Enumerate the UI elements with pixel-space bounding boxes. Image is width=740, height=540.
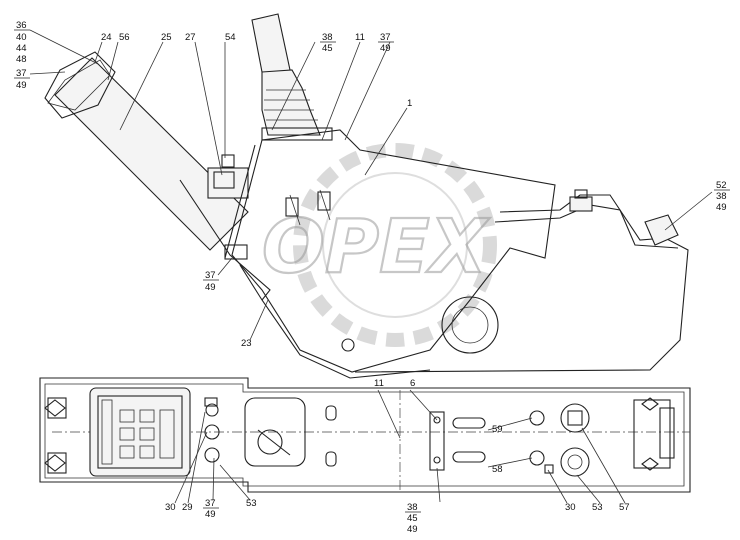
callout-57: 57 — [619, 502, 630, 513]
top-view — [39, 377, 691, 493]
callout-27: 27 — [185, 32, 196, 43]
callout-30-right: 30 — [565, 502, 576, 513]
callout-49-top-left: 49 — [16, 80, 27, 91]
callout-underlines — [14, 29, 730, 513]
callout-11-top: 11 — [355, 32, 365, 43]
callout-40: 40 — [16, 32, 27, 43]
callout-48: 48 — [16, 54, 27, 65]
callout-53-left: 53 — [246, 498, 257, 509]
callout-58: 58 — [492, 464, 503, 475]
callout-59: 59 — [492, 424, 503, 435]
callout-38-top: 38 — [322, 32, 333, 43]
callout-49-top-right: 49 — [380, 43, 391, 54]
callout-37-top-left: 37 — [16, 68, 27, 79]
callout-6: 6 — [410, 378, 415, 389]
callout-56: 56 — [119, 32, 130, 43]
callout-23: 23 — [241, 338, 252, 349]
callout-54: 54 — [225, 32, 236, 43]
callout-49-bottom-2: 49 — [407, 524, 418, 535]
callout-24: 24 — [101, 32, 112, 43]
callout-52: 52 — [716, 180, 727, 191]
callout-44: 44 — [16, 43, 27, 54]
callout-30-left: 30 — [165, 502, 176, 513]
callout-49-bottom: 49 — [205, 509, 216, 520]
callout-37-bottom: 37 — [205, 498, 216, 509]
callout-45-bottom: 45 — [407, 513, 418, 524]
callout-38-bottom: 38 — [407, 502, 418, 513]
leader-lines — [29, 29, 713, 504]
callout-49-mid: 49 — [205, 282, 216, 293]
watermark: OPEX — [261, 143, 497, 347]
callout-45-top: 45 — [322, 43, 333, 54]
callout-38-right: 38 — [716, 191, 727, 202]
callout-1: 1 — [407, 98, 412, 109]
callout-49-right: 49 — [716, 202, 727, 213]
callout-36: 36 — [16, 20, 27, 31]
callouts: 36 40 44 48 24 56 25 27 54 37 49 38 45 1… — [16, 20, 727, 535]
watermark-text: OPEX — [262, 204, 491, 290]
callout-53-right: 53 — [592, 502, 603, 513]
callout-37-mid: 37 — [205, 270, 216, 281]
callout-25: 25 — [161, 32, 172, 43]
callout-29: 29 — [182, 502, 193, 513]
callout-37-top-right: 37 — [380, 32, 391, 43]
side-view — [44, 13, 689, 379]
callout-11-bottom: 11 — [374, 378, 384, 389]
